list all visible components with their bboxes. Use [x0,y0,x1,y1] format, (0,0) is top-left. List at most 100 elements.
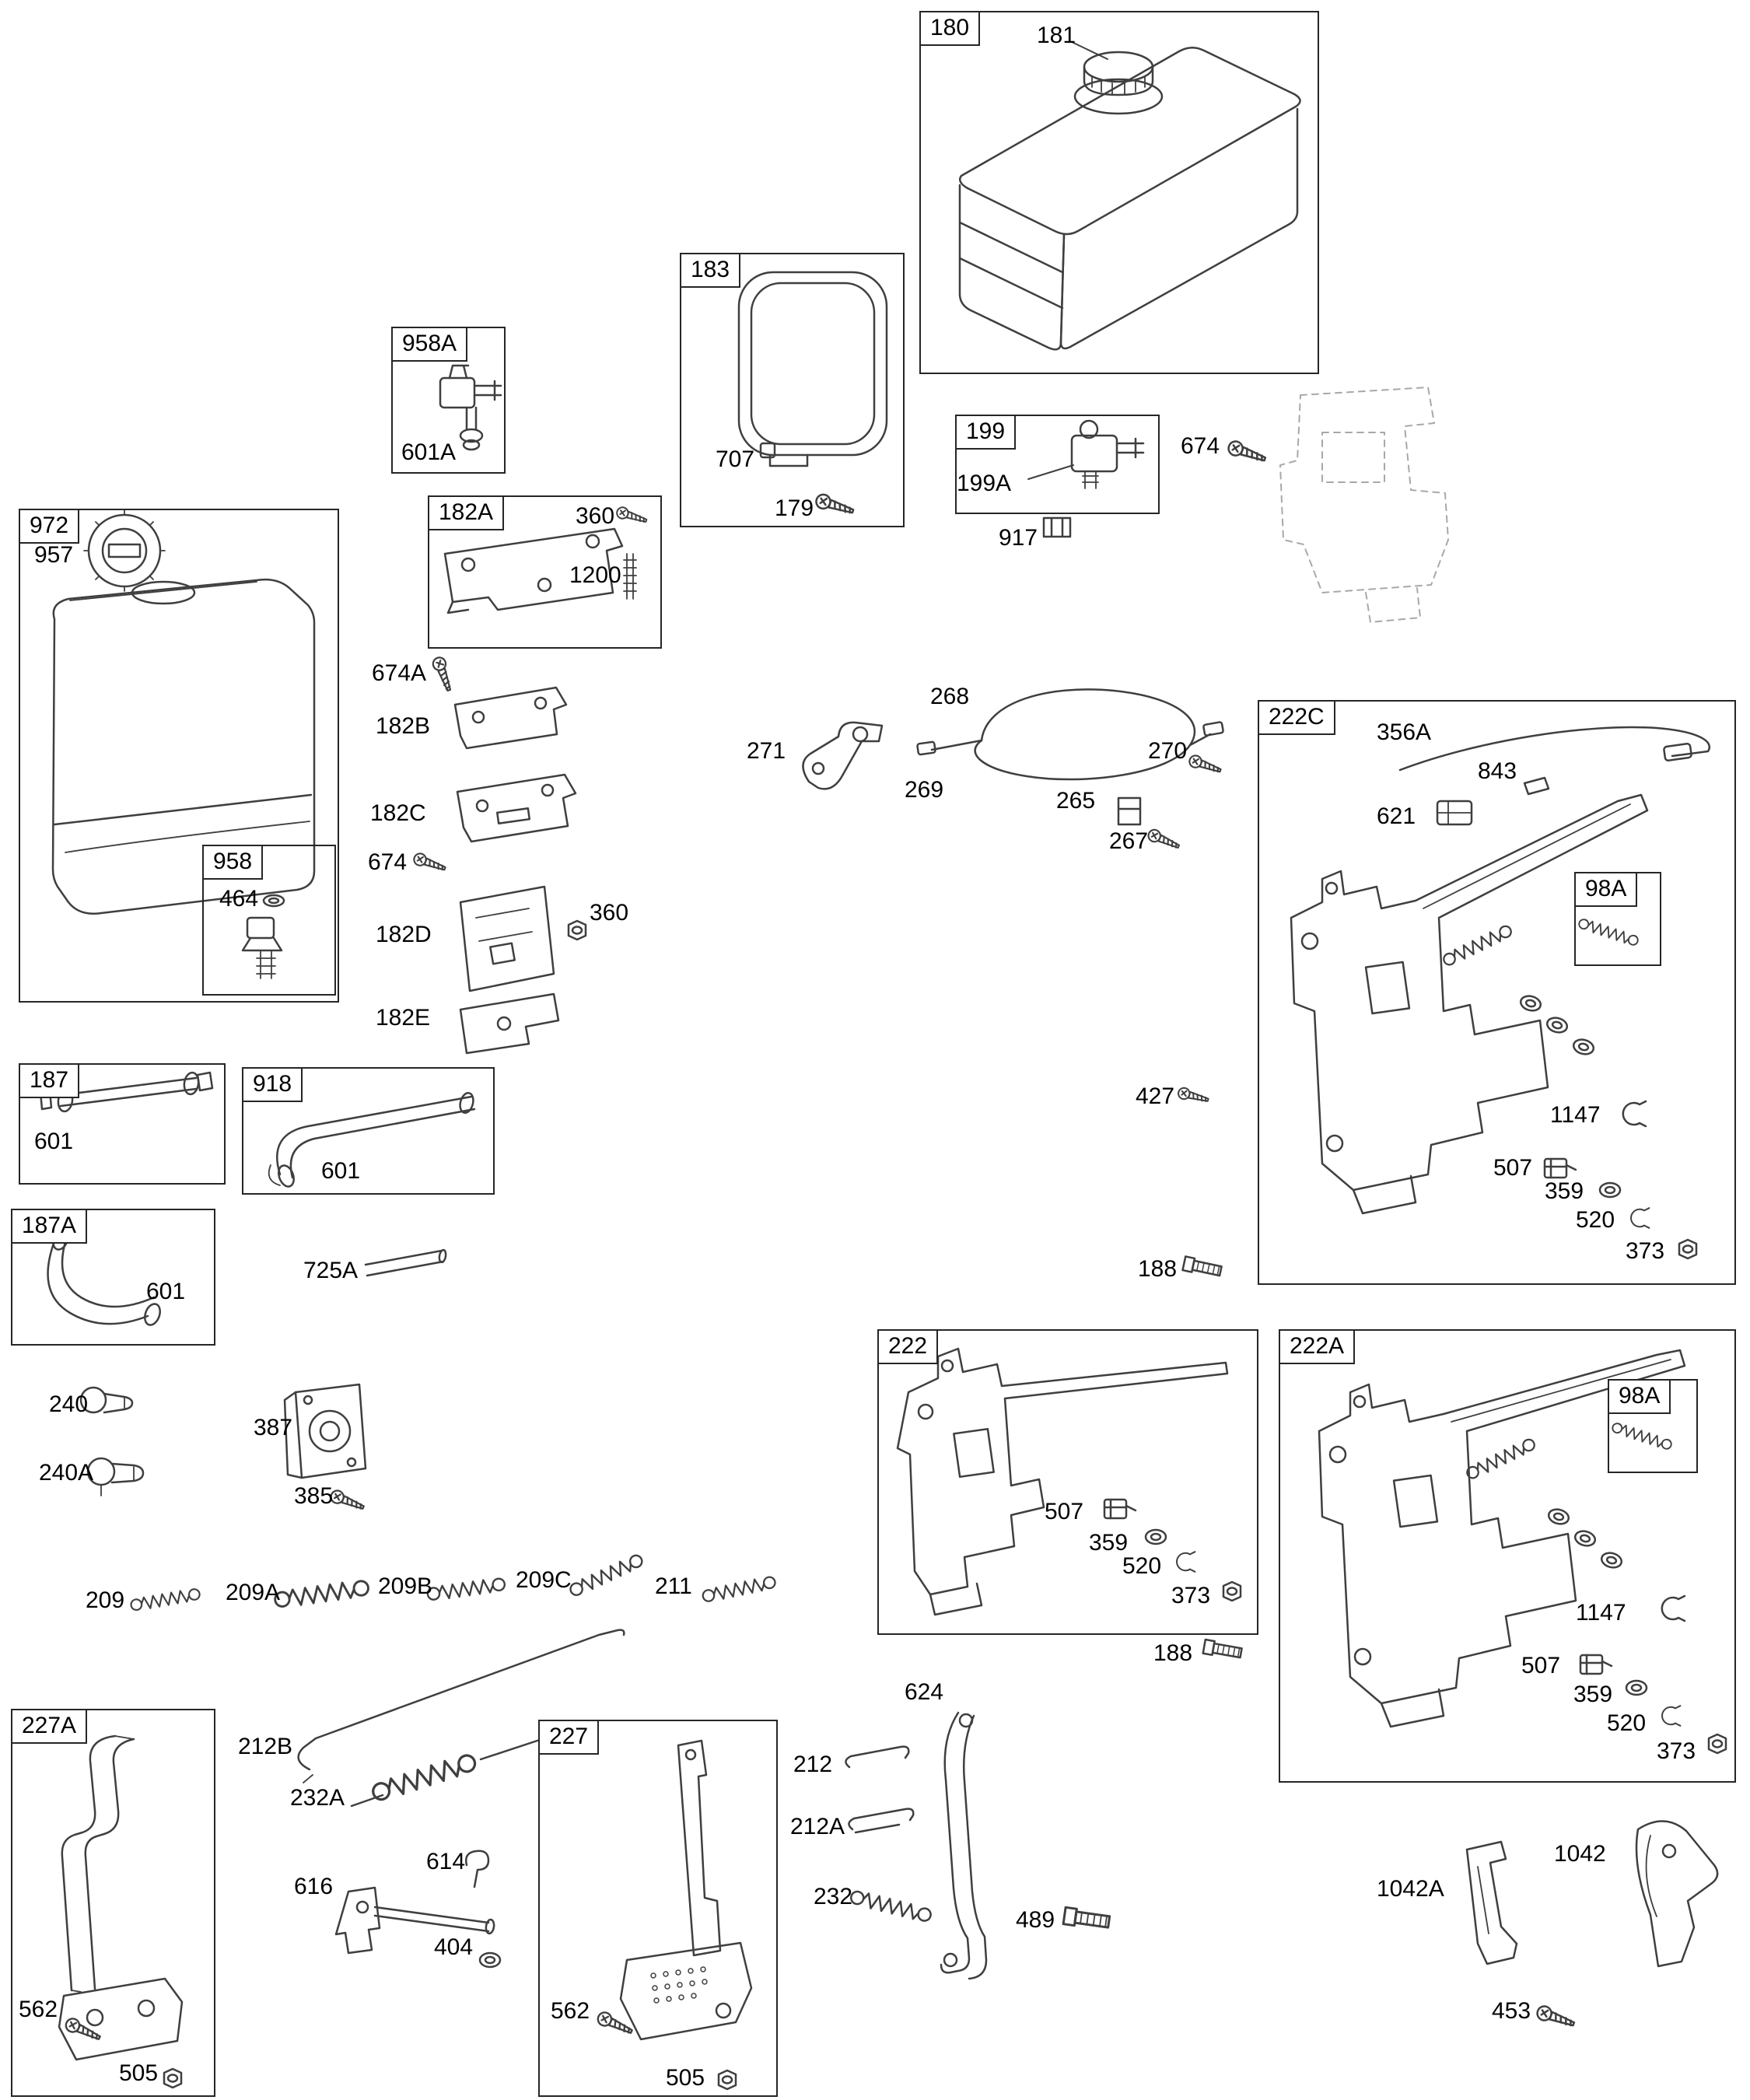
group-box-199-6: 199 [955,415,1160,514]
bracket-182c-drawing [456,773,577,843]
part-label-211: 211 [655,1573,692,1599]
shaft-616-drawing [334,1886,495,1955]
spacer-387-drawing [283,1383,367,1479]
part-label-212a: 212A [790,1814,845,1839]
part-label-674: 674 [1181,433,1220,459]
part-label-267: 267 [1109,828,1149,854]
fuel-valve-958a-drawing [439,364,502,451]
bracket-227-drawing [619,1739,753,2041]
part-label-621: 621 [1377,803,1416,829]
part-label-505: 505 [119,2060,159,2086]
part-label-601: 601 [146,1279,186,1304]
part-label-1042a: 1042A [1377,1876,1444,1902]
part-label-373: 373 [1626,1238,1665,1264]
part-label-404: 404 [434,1934,474,1960]
part-label-520: 520 [1122,1553,1162,1579]
fuel-filter-240a-drawing [86,1457,145,1496]
part-label-188: 188 [1153,1640,1193,1666]
group-box-187a-11: 187A [11,1209,215,1346]
part-label-601: 601 [34,1129,74,1154]
part-label-209b: 209B [378,1573,433,1599]
group-box-182a-5: 182A [428,495,662,649]
part-label-614: 614 [426,1849,466,1874]
part-label-268: 268 [930,684,970,709]
part-label-725a: 725A [303,1258,359,1283]
part-label-360: 360 [590,900,629,926]
part-label-520: 520 [1576,1207,1615,1233]
fuel-hose-918-drawing [268,1092,476,1188]
part-label-520: 520 [1607,1710,1647,1736]
fuel-solenoid-199-drawing [1027,419,1145,489]
part-label-507: 507 [1045,1499,1084,1524]
group-box-98a-14: 98A [1608,1379,1698,1473]
group-box-227a-15: 227A [11,1709,215,2097]
fuel-tank-large-drawing [958,41,1301,351]
part-label-427: 427 [1136,1083,1175,1109]
part-label-356a: 356A [1377,719,1432,745]
governor-lever-227a-drawing [58,1734,184,2061]
part-label-385: 385 [294,1483,334,1509]
part-label-957: 957 [34,542,74,568]
group-label-98a-14: 98A [1608,1379,1671,1414]
group-box-98a-8: 98A [1574,872,1661,966]
group-label-199-6: 199 [955,415,1017,450]
bracket-222-drawing [896,1347,1242,1616]
part-label-917: 917 [999,525,1038,551]
control-bracket-222c-drawing [1290,726,1710,1260]
part-label-453: 453 [1492,1998,1531,2024]
bracket-182a-drawing [443,505,649,614]
part-label-359: 359 [1573,1682,1613,1707]
part-label-182c: 182C [370,800,426,826]
fuel-fitting-958-drawing [241,894,285,979]
lever-624-drawing [940,1711,988,1980]
plate-182d-drawing [459,885,555,992]
group-label-972-3: 972 [19,509,80,544]
group-label-227-16: 227 [538,1720,600,1755]
bracket-1042a-drawing [1465,1840,1518,1965]
part-label-265: 265 [1056,788,1096,814]
group-box-222c-7: 222C [1258,700,1736,1285]
throttle-lever-271-drawing [802,721,884,790]
group-box-183-1: 183 [680,253,905,527]
part-label-179: 179 [775,495,814,521]
group-label-187-9: 187 [19,1063,80,1098]
link-212-drawing [845,1745,910,1769]
group-label-227a-15: 227A [11,1709,88,1744]
group-label-222-12: 222 [877,1329,939,1364]
part-label-843: 843 [1478,758,1517,784]
gasket-183-drawing [737,271,888,520]
part-label-387: 387 [254,1415,293,1440]
part-label-182d: 182D [376,922,432,947]
part-label-270: 270 [1148,738,1188,764]
part-label-373: 373 [1657,1738,1696,1764]
part-label-212b: 212B [238,1734,293,1759]
group-label-98a-8: 98A [1574,872,1638,907]
part-label-209c: 209C [516,1567,572,1593]
part-label-240: 240 [49,1391,89,1417]
part-label-674a: 674A [372,660,427,686]
group-box-187-9: 187 [19,1063,226,1185]
link-212a-drawing [848,1808,915,1834]
part-label-188: 188 [1138,1256,1178,1282]
group-label-958-4: 958 [202,845,264,880]
part-label-232: 232 [814,1884,853,1909]
bracket-1042-drawing [1635,1820,1719,1968]
group-label-182a-5: 182A [428,495,505,530]
group-label-222a-13: 222A [1279,1329,1356,1364]
part-label-271: 271 [747,738,786,764]
part-label-212: 212 [793,1752,833,1777]
part-label-562: 562 [19,1997,58,2022]
group-box-222a-13: 222A [1279,1329,1736,1783]
part-label-674: 674 [368,849,408,875]
group-box-918-10: 918 [242,1067,495,1195]
part-label-507: 507 [1521,1653,1561,1678]
part-label-601a: 601A [401,439,457,465]
engine-outline-ghost [1279,387,1449,623]
part-label-624: 624 [905,1679,944,1705]
throttle-cable-drawing [916,688,1224,781]
control-bracket-222a-drawing [1318,1349,1727,1755]
group-box-958a-2: 958A [391,327,506,474]
group-box-222-12: 222 [877,1329,1258,1635]
